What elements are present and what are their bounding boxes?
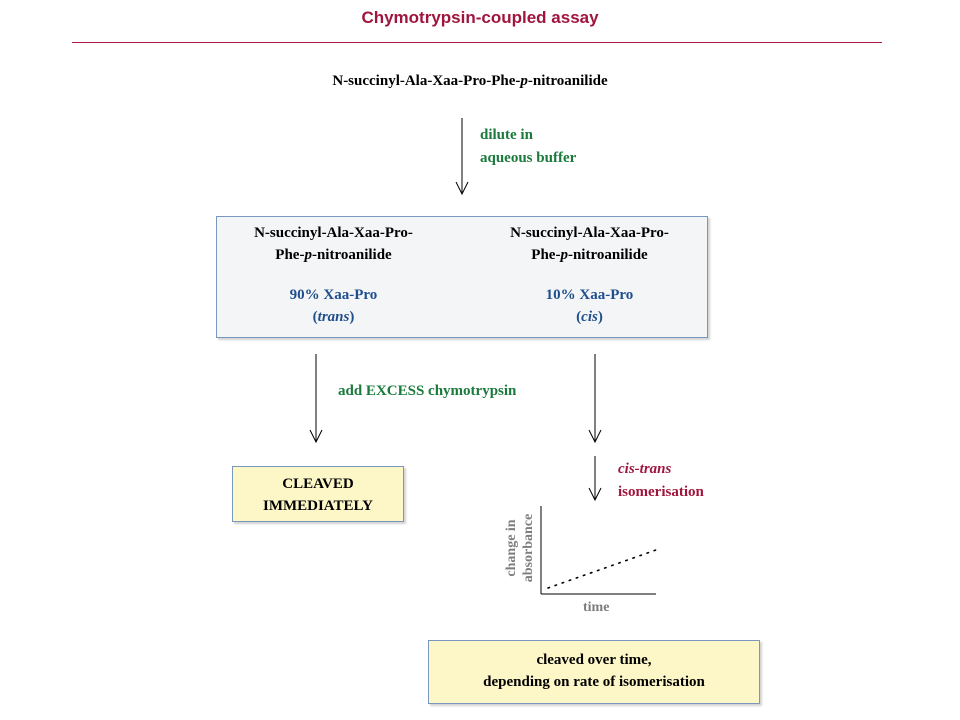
trans-substrate-name: N-succinyl-Ala-Xaa-Pro- Phe-p-nitroanili… [254,225,413,263]
cleaved-immediately-box: CLEAVED IMMEDIATELY [232,466,404,522]
trans-percentage: 90% Xaa-Pro (trans) [289,287,378,325]
isomer-mixture-box [216,216,708,338]
plot-trend-line [547,549,657,589]
plot-x-label: time [583,600,610,615]
title-divider [72,42,882,43]
cleaved-over-time-box: cleaved over time, depending on rate of … [428,640,760,704]
cis-arrow-head [588,429,602,444]
plot-y-label: change in absorbance [504,513,536,583]
dilute-arrow-head [455,181,469,196]
isomerisation-label: cis-trans isomerisation [618,461,704,500]
cis-substrate-name: N-succinyl-Ala-Xaa-Pro- Phe-p-nitroanili… [510,225,669,263]
page-title: Chymotrypsin-coupled assay [361,8,599,27]
isomerisation-arrow-head [588,487,602,502]
chymotrypsin-step-label: add EXCESS chymotrypsin [338,383,517,399]
dilute-step-label: dilute in aqueous buffer [480,127,577,166]
substrate-label: N-succinyl-Ala-Xaa-Pro-Phe-p-nitroanilid… [332,73,608,89]
trans-arrow-head [309,429,323,444]
cis-percentage: 10% Xaa-Pro (cis) [545,287,634,325]
